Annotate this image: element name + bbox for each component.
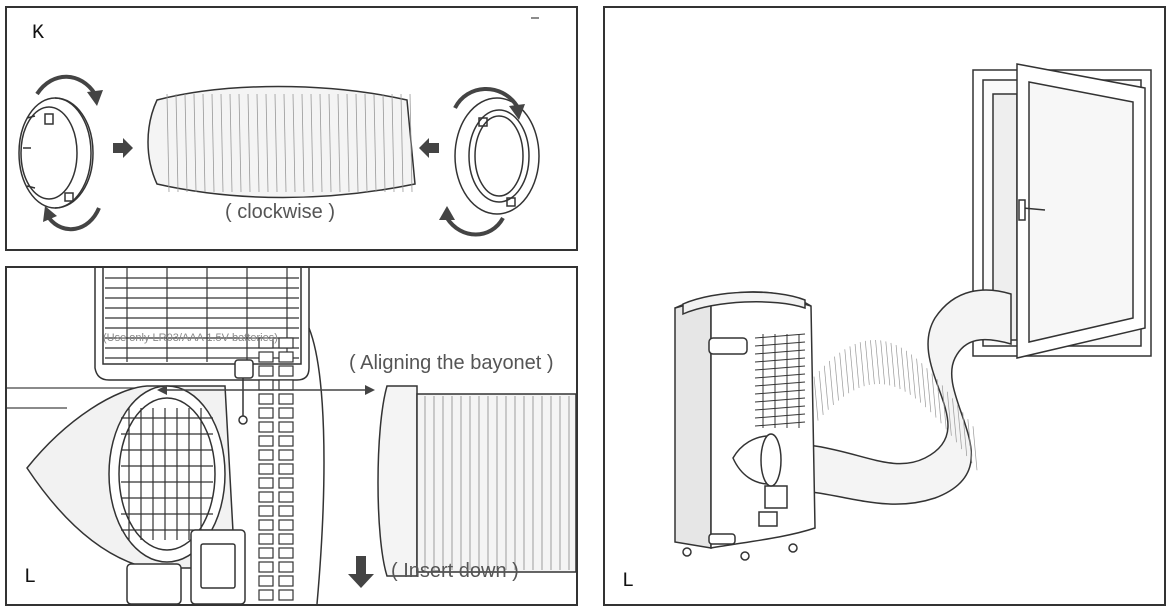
- panel-letter: K: [32, 22, 45, 45]
- aligning-bayonet-caption: ( Aligning the bayonet ): [349, 352, 554, 374]
- down-arrow-icon: [348, 556, 374, 588]
- right-adapter-ring: [454, 97, 540, 215]
- latch: [234, 359, 254, 425]
- battery-note: (Use only LR03/AAA 1.5V batteries): [103, 332, 278, 344]
- hose-connector: [377, 385, 576, 577]
- power-socket: [126, 529, 246, 604]
- panel-k: K ( clockwise ): [5, 6, 578, 251]
- panel-l-detail-illustration: [7, 268, 576, 604]
- exhaust-outlet: [26, 385, 236, 569]
- panel-k-illustration: [18, 17, 540, 237]
- outlet-adapter: [732, 433, 782, 487]
- installation-illustration: [674, 63, 1152, 561]
- panel-letter: L: [622, 570, 635, 593]
- push-arrow-icon: [113, 138, 133, 158]
- insert-down-caption: ( Insert down ): [391, 560, 519, 582]
- unit-top-vent: [94, 268, 310, 381]
- rotate-arrow-icon: [439, 87, 525, 237]
- side-grille: [258, 337, 294, 601]
- clockwise-caption: ( clockwise ): [225, 201, 336, 223]
- portable-air-conditioner: [674, 291, 816, 561]
- rotate-arrow-icon: [35, 74, 103, 232]
- push-arrow-icon: [419, 138, 439, 158]
- panel-letter: L: [24, 566, 37, 589]
- exhaust-hose: [147, 85, 416, 199]
- alignment-arrow-icon: [157, 385, 375, 395]
- panel-l-detail: (Use only LR03/AAA 1.5V batteries) ( Ali…: [5, 266, 578, 606]
- left-adapter-ring: [18, 97, 94, 209]
- panel-l-installation: L: [603, 6, 1166, 606]
- window-sash: [1016, 63, 1146, 359]
